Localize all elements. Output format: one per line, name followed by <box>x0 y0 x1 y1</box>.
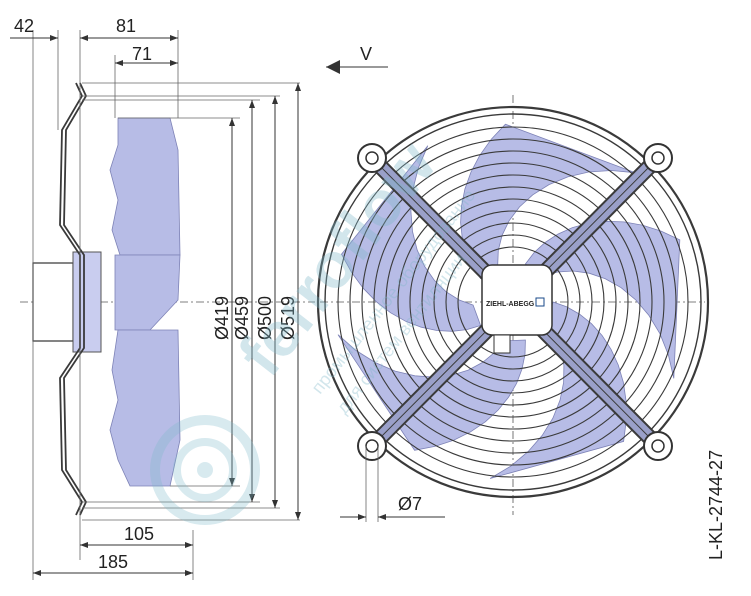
motor-hub <box>481 264 553 336</box>
hub-brand-label: ZIEHL-ABEGG <box>486 301 535 308</box>
guard-ring <box>421 210 605 394</box>
motor-rotor <box>72 251 102 353</box>
dim-dia-500: Ø500 <box>255 296 275 340</box>
guard-ring <box>349 138 677 466</box>
guard-ring <box>361 150 665 454</box>
dim-dia-459: Ø459 <box>232 296 252 340</box>
guard-ring <box>433 222 593 382</box>
guard-ring <box>337 126 689 478</box>
cable-gland <box>493 334 511 354</box>
dim-dia-519: Ø519 <box>278 296 298 340</box>
view-label: V <box>360 44 372 64</box>
blade-side-middle <box>114 254 181 331</box>
dim-81: 81 <box>116 16 136 36</box>
guard-ring <box>397 186 629 418</box>
blade-side-lower <box>109 329 181 487</box>
brand-logo-icon <box>535 297 545 307</box>
motor-housing <box>32 262 74 342</box>
guard-side-profile-inner <box>63 82 88 516</box>
guard-ring <box>457 246 569 358</box>
dim-105: 105 <box>124 524 154 544</box>
guard-ring <box>409 198 617 406</box>
watermark-logo-icon <box>150 415 260 525</box>
front-view: ZIEHL-ABEGG Ø7 <box>316 95 710 522</box>
side-view: 42 81 71 105 185 Ø419 Ø459 Ø500 Ø519 <box>10 16 315 580</box>
guard-outer-ring-inner <box>324 113 702 491</box>
guard-ring <box>445 234 581 370</box>
dim-dia-7: Ø7 <box>398 494 422 514</box>
dim-71: 71 <box>132 44 152 64</box>
guard-rings <box>337 126 689 478</box>
dim-42: 42 <box>14 16 34 36</box>
blade-side-upper <box>109 117 181 256</box>
view-arrow: V <box>326 44 388 74</box>
dim-dia-419: Ø419 <box>212 296 232 340</box>
guard-ring <box>385 174 641 430</box>
mounting-holes <box>357 143 673 461</box>
guard-ring <box>373 162 653 442</box>
dim-185: 185 <box>98 552 128 572</box>
guard-outer-ring <box>316 105 710 499</box>
drawing-code: L-KL-2744-27 <box>706 450 726 560</box>
